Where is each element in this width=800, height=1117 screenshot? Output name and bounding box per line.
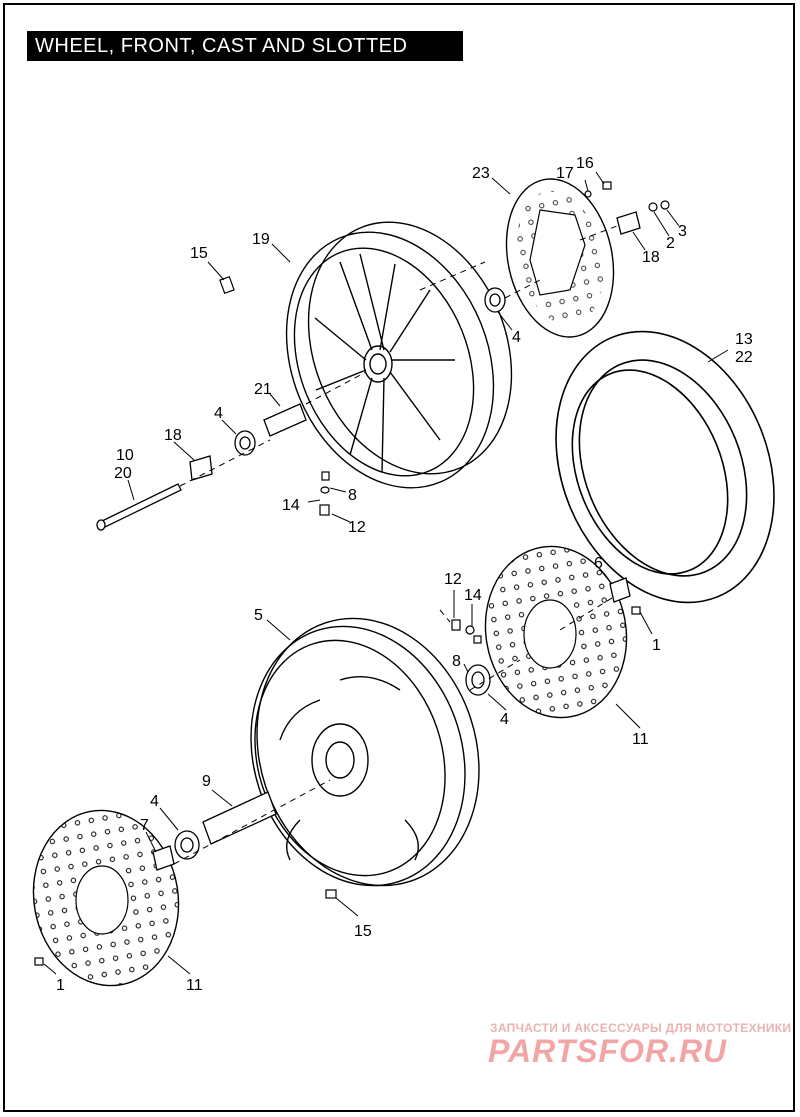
callout-3: 3: [678, 223, 687, 240]
left-brake-rotor: [32, 809, 180, 987]
callout-12: 12: [444, 571, 462, 588]
fasteners: [34, 181, 670, 966]
callout-14: 14: [464, 587, 482, 604]
callout-4: 4: [500, 711, 509, 728]
watermark-subtitle: ЗАПЧАСТИ И АКСЕССУАРЫ ДЛЯ МОТОТЕХНИКИ: [490, 1021, 792, 1035]
callout-1: 1: [652, 637, 661, 654]
callout-15: 15: [190, 245, 208, 262]
upper-wheel-spokes: [314, 253, 455, 473]
callout-8: 8: [452, 653, 461, 670]
assembly-dashed-lines: [173, 225, 618, 865]
callout-2: 2: [666, 235, 675, 252]
callout-23: 23: [472, 165, 490, 182]
right-brake-rotor: [484, 545, 628, 719]
callout-4: 4: [512, 329, 521, 346]
callout-8: 8: [348, 487, 357, 504]
upper-wheel-rim: [285, 221, 513, 489]
tire: [555, 330, 775, 604]
axle: [96, 483, 182, 531]
callout-18: 18: [164, 427, 182, 444]
watermark-brand: PARTSFOR.RU: [488, 1033, 728, 1069]
callout-15: 15: [354, 923, 372, 940]
callout-12: 12: [348, 519, 366, 536]
callout-22: 22: [735, 349, 753, 366]
callout-13: 13: [735, 331, 753, 348]
callout-21: 21: [254, 381, 272, 398]
callout-17: 17: [556, 165, 574, 182]
callout-20: 20: [114, 465, 132, 482]
callout-14: 14: [282, 497, 300, 514]
upper-brake-rotor: [505, 178, 615, 338]
callout-1: 1: [56, 977, 65, 994]
leader-lines: [43, 171, 729, 975]
callout-labels: 16 17 23 3 2 18 15 19 4 13 22 21 4 18 10…: [56, 155, 753, 994]
callout-11: 11: [632, 731, 649, 748]
diagram-frame: [3, 3, 795, 1112]
diagram-title-text: WHEEL, FRONT, CAST AND SLOTTED: [35, 34, 408, 57]
callout-9: 9: [202, 773, 211, 790]
callout-16: 16: [576, 155, 594, 172]
spacers-and-bearings: [152, 211, 641, 871]
callout-7: 7: [140, 817, 149, 834]
callout-11: 11: [186, 977, 203, 994]
callout-10: 10: [116, 447, 134, 464]
callout-4: 4: [214, 405, 223, 422]
diagram-title: WHEEL, FRONT, CAST AND SLOTTED: [27, 31, 463, 61]
callout-4: 4: [150, 793, 159, 810]
callout-6: 6: [594, 555, 603, 572]
lower-wheel-rim: [250, 617, 480, 887]
callout-19: 19: [252, 231, 270, 248]
callout-18: 18: [642, 249, 660, 266]
callout-5: 5: [254, 607, 263, 624]
